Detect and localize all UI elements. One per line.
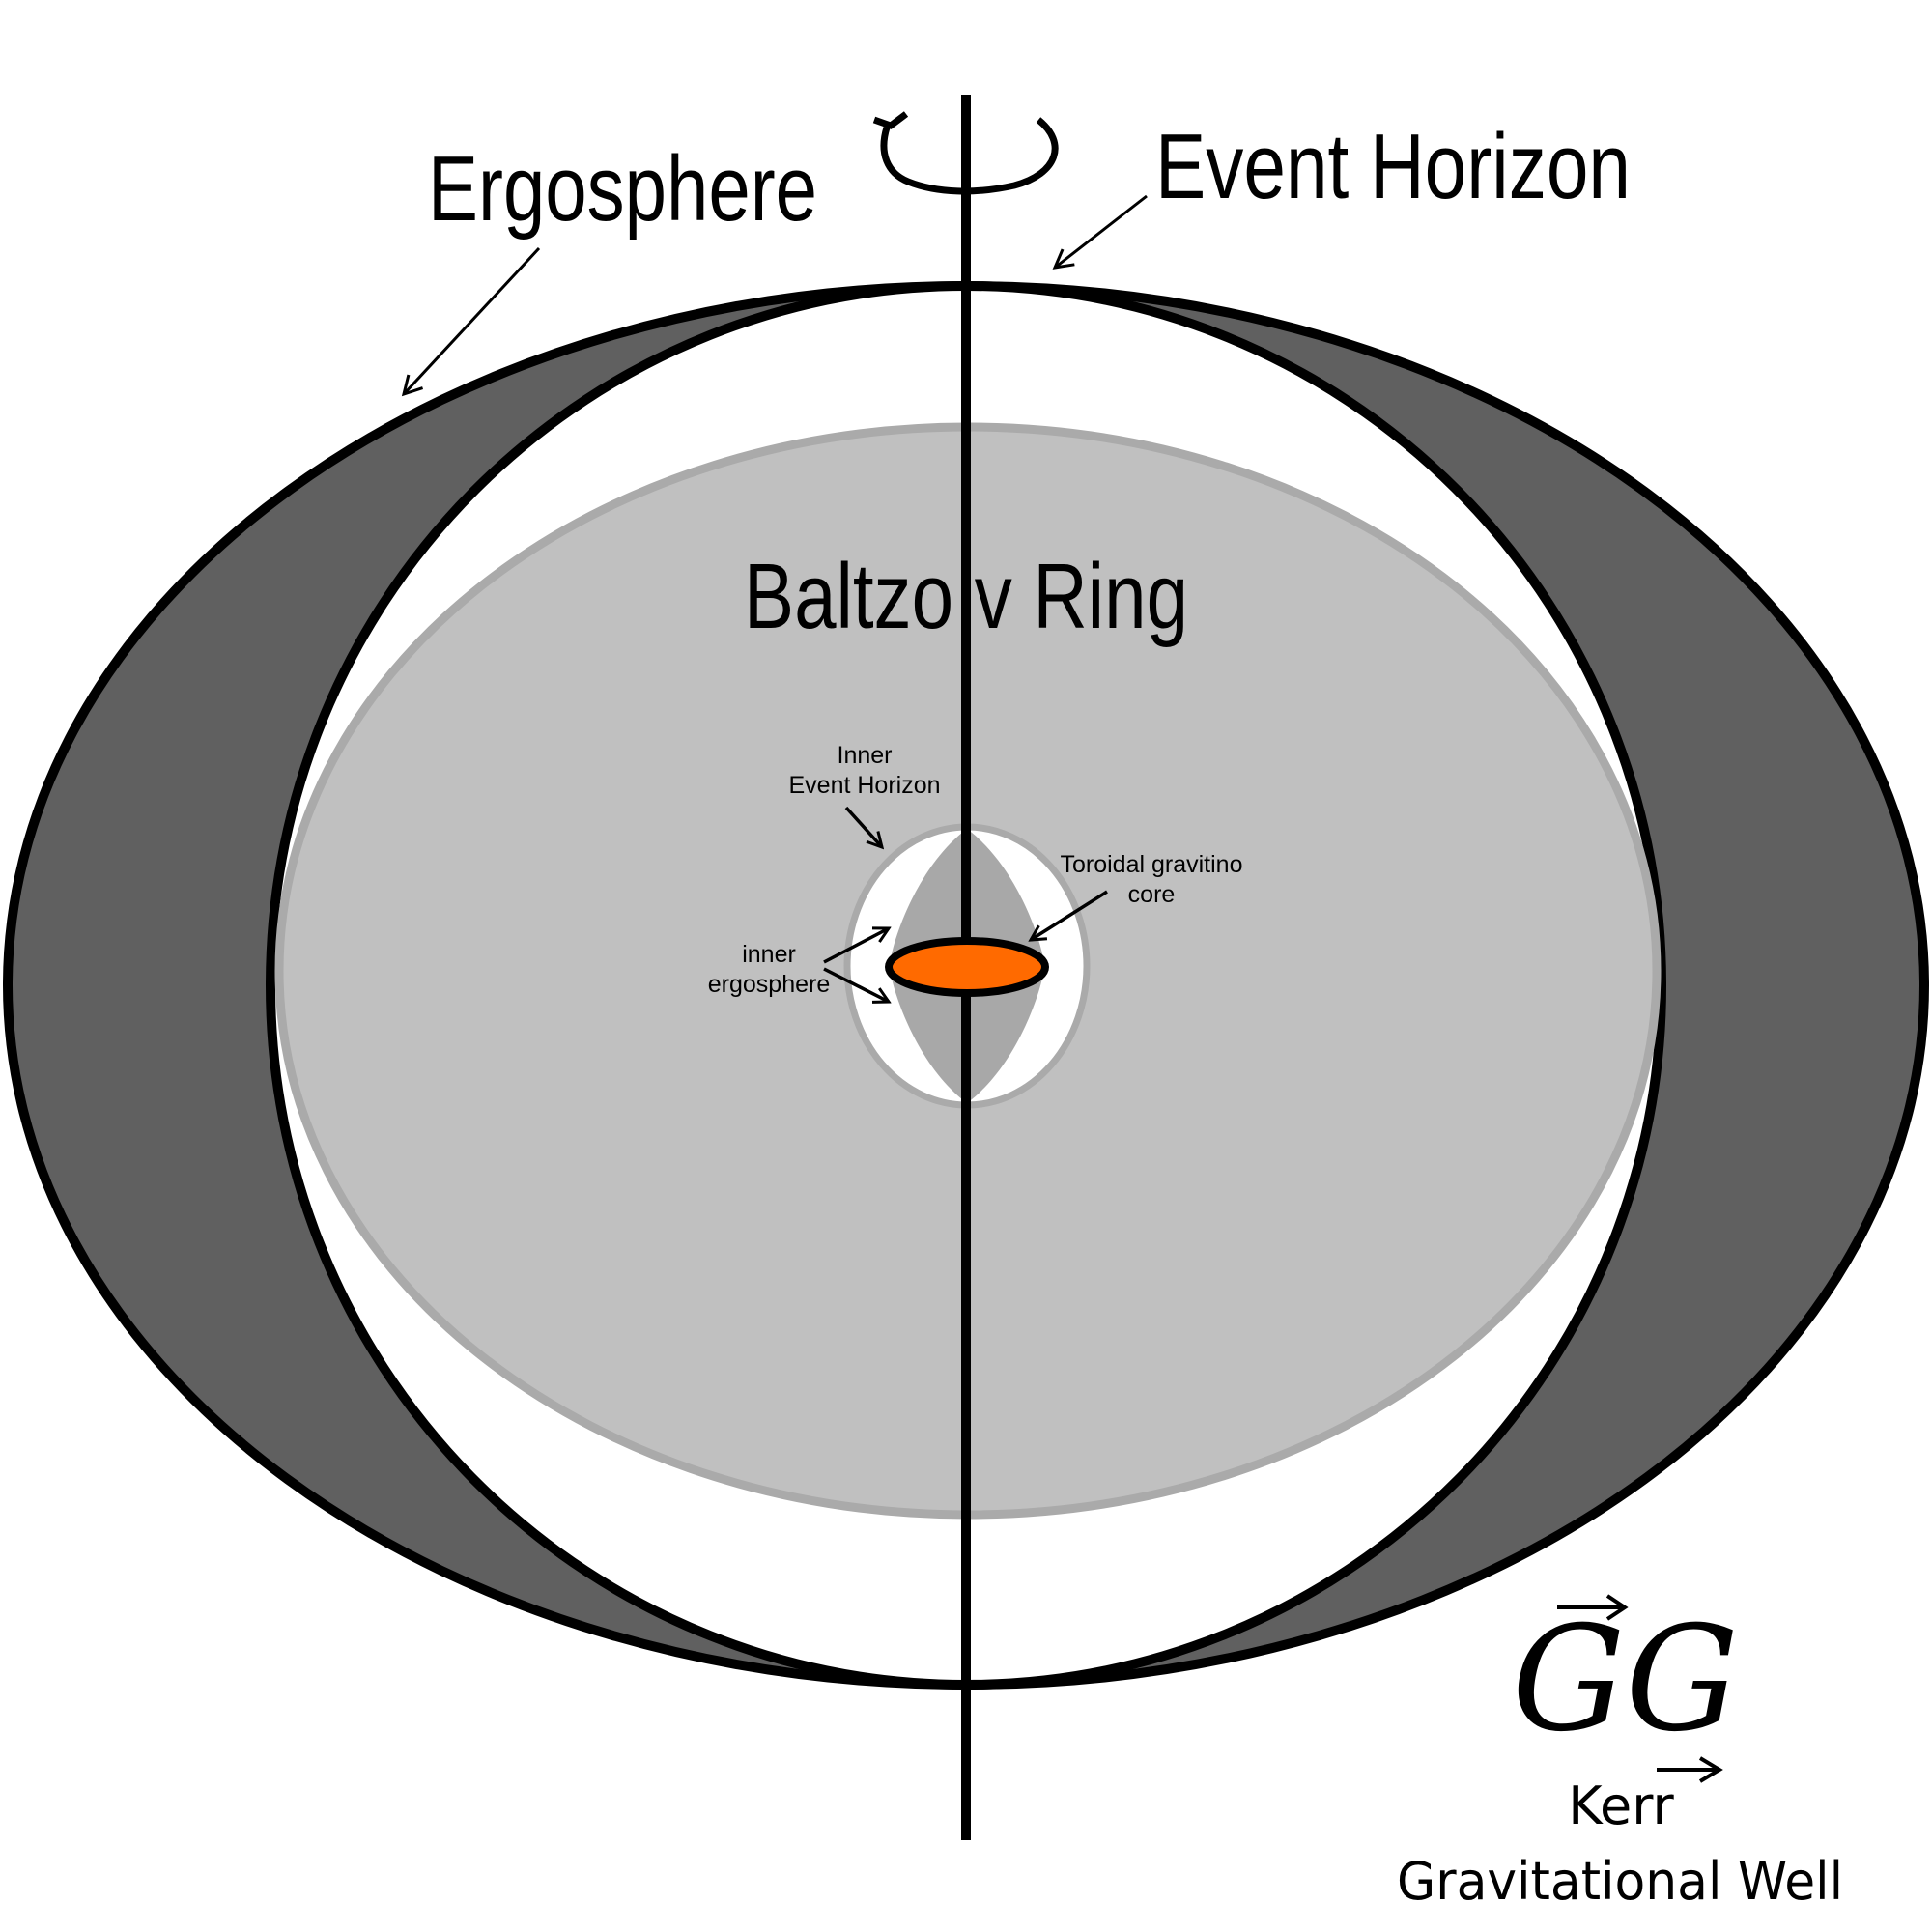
- toroidal-core-pointer-arrow: [1031, 890, 1108, 940]
- inner-event-horizon-pointer-arrow: [844, 806, 882, 847]
- inner-ergosphere-label-line2: ergosphere: [708, 971, 830, 998]
- inner-ergosphere-upper-arrow: [823, 928, 889, 964]
- toroidal-core-label-line1: Toroidal gravitino: [1061, 851, 1243, 878]
- ergosphere-pointer-arrow: [401, 246, 541, 397]
- inner-event-horizon-label-line1: Inner: [838, 742, 893, 769]
- event-horizon-label: Event Horizon: [1155, 115, 1631, 218]
- kerr-label: Kerr: [1568, 1776, 1674, 1836]
- inner-event-horizon-label-line2: Event Horizon: [788, 772, 940, 799]
- event-horizon-pointer-arrow: [1052, 194, 1148, 270]
- inner-ergosphere-lower-arrow: [823, 967, 889, 1002]
- inner-ergosphere-label-line1: inner: [742, 941, 796, 968]
- toroidal-core-label-line2: core: [1128, 881, 1176, 908]
- baltzov-ring-label: Baltzo v Ring: [744, 545, 1188, 648]
- rotation-arrow-icon: [872, 111, 1059, 195]
- gg-vector-logo: GG: [1512, 1594, 1739, 1783]
- toroidal-gravitino-core: [885, 937, 1049, 997]
- gg-logo-text: GG: [1512, 1596, 1739, 1764]
- gravitational-well-label: Gravitational Well: [1397, 1851, 1843, 1912]
- ergosphere-label: Ergosphere: [428, 137, 817, 241]
